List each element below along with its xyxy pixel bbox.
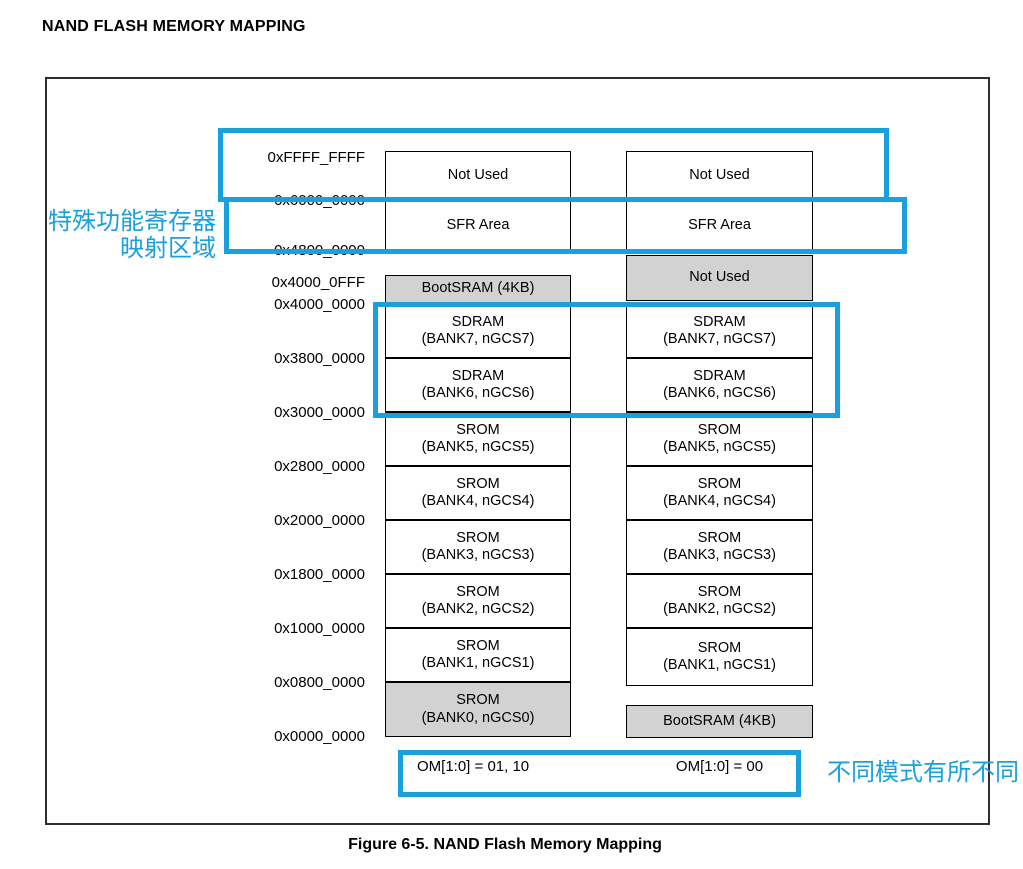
memory-block-right-srom-bank1: SROM (BANK1, nGCS1) [626, 628, 813, 686]
annotation-mode-note: 不同模式有所不同 [827, 759, 1019, 786]
memory-block-right-not-used-top: Not Used [626, 151, 813, 200]
mode-label-left: OM[1:0] = 01, 10 [417, 758, 530, 775]
figure-caption: Figure 6-5. NAND Flash Memory Mapping [348, 836, 662, 853]
annotation-sfr-note-line1: 特殊功能寄存器 [48, 208, 216, 235]
address-label-0000-0000: 0x0000_0000 [274, 728, 365, 745]
address-label-2800-0000: 0x2800_0000 [274, 458, 365, 475]
address-label-6000-0000: 0x6000_0000 [274, 192, 365, 209]
memory-block-right-srom-bank4: SROM (BANK4, nGCS4) [626, 466, 813, 520]
address-label-0800-0000: 0x0800_0000 [274, 674, 365, 691]
address-label-1800-0000: 0x1800_0000 [274, 566, 365, 583]
memory-block-left-bootsram: BootSRAM (4KB) [385, 275, 571, 303]
address-label-3800-0000: 0x3800_0000 [274, 350, 365, 367]
memory-block-right-srom-bank5: SROM (BANK5, nGCS5) [626, 412, 813, 466]
address-label-ffff-ffff: 0xFFFF_FFFF [267, 149, 366, 166]
memory-block-right-sdram-bank6: SDRAM (BANK6, nGCS6) [626, 358, 813, 412]
memory-block-right-not-used-gray: Not Used [626, 255, 813, 301]
memory-block-left-not-used: Not Used [385, 151, 571, 200]
memory-block-left-sfr-area: SFR Area [385, 200, 571, 252]
page-title: NAND FLASH MEMORY MAPPING [42, 18, 306, 35]
memory-block-right-srom-bank2: SROM (BANK2, nGCS2) [626, 574, 813, 628]
address-label-4000-0fff: 0x4000_0FFF [271, 274, 365, 291]
memory-block-left-srom-bank3: SROM (BANK3, nGCS3) [385, 520, 571, 574]
memory-block-left-srom-bank1: SROM (BANK1, nGCS1) [385, 628, 571, 682]
memory-block-right-sdram-bank7: SDRAM (BANK7, nGCS7) [626, 304, 813, 358]
memory-block-left-srom-bank0: SROM (BANK0, nGCS0) [385, 682, 571, 737]
address-label-4800-0000: 0x4800_0000 [274, 242, 365, 259]
memory-block-left-srom-bank4: SROM (BANK4, nGCS4) [385, 466, 571, 520]
memory-block-right-sfr-area: SFR Area [626, 200, 813, 252]
memory-block-left-sdram-bank6: SDRAM (BANK6, nGCS6) [385, 358, 571, 412]
annotation-sfr-note: 特殊功能寄存器 映射区域 [48, 208, 216, 262]
memory-block-right-srom-bank3: SROM (BANK3, nGCS3) [626, 520, 813, 574]
memory-block-right-bootsram: BootSRAM (4KB) [626, 705, 813, 738]
address-label-2000-0000: 0x2000_0000 [274, 512, 365, 529]
address-label-1000-0000: 0x1000_0000 [274, 620, 365, 637]
memory-block-left-srom-bank5: SROM (BANK5, nGCS5) [385, 412, 571, 466]
annotation-sfr-note-line2: 映射区域 [120, 235, 216, 262]
address-label-4000-0000: 0x4000_0000 [274, 296, 365, 313]
address-label-3000-0000: 0x3000_0000 [274, 404, 365, 421]
memory-block-left-sdram-bank7: SDRAM (BANK7, nGCS7) [385, 304, 571, 358]
memory-block-left-srom-bank2: SROM (BANK2, nGCS2) [385, 574, 571, 628]
mode-label-right: OM[1:0] = 00 [675, 758, 764, 775]
